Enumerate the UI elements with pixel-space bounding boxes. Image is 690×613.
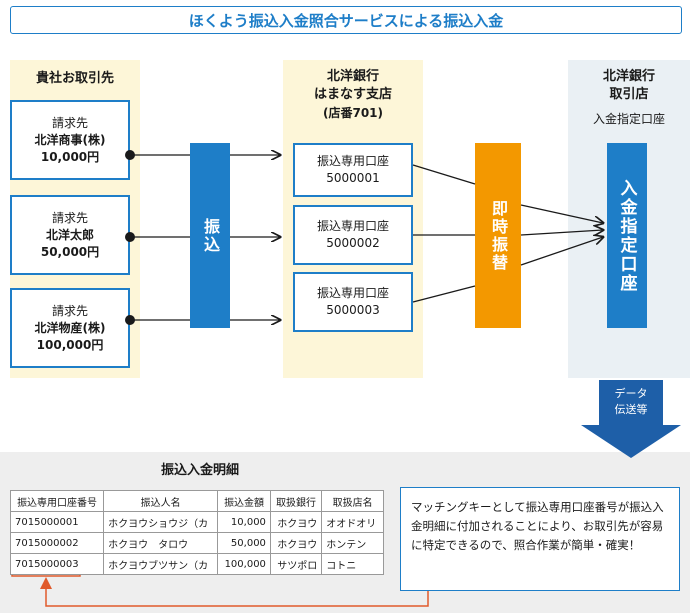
account-box-3: 振込専用口座 5000003 — [293, 272, 413, 332]
cell-account: 7015000001 — [9, 511, 105, 533]
branch-subname: はまなす支店 — [313, 87, 392, 102]
table-row: 7015000003 ホクヨウブツサン（カ 100,000 サツポロ コトニ — [9, 553, 384, 575]
cell-bank: サツポロ — [269, 553, 323, 575]
client-amount: 10,000円 — [40, 149, 100, 164]
client-amount: 50,000円 — [40, 244, 100, 259]
client-label: 請求先 — [51, 115, 88, 130]
cell-payer: ホクヨウショウジ（カ — [103, 511, 219, 533]
branch-number: (店番701) — [322, 106, 384, 120]
branch-name: 北洋銀行 — [326, 69, 379, 84]
table-row: 7015000002 ホクヨウ タロウ 50,000 ホクヨウ ホンテン — [9, 532, 384, 554]
designated-account-bar: 入金指定口座 — [607, 143, 647, 328]
cell-bank: ホクヨウ — [269, 532, 323, 554]
column-header: 取扱銀行 — [269, 490, 323, 512]
account-label: 振込専用口座 — [316, 219, 389, 233]
detail-table: 振込専用口座番号 振込人名 振込金額 取扱銀行 取扱店名 7015000001 … — [9, 490, 384, 575]
cell-amount: 10,000 — [217, 511, 271, 533]
cell-payer: ホクヨウ タロウ — [103, 532, 219, 554]
detail-title: 振込入金明細 — [160, 463, 239, 478]
transfer-bar: 振込 — [190, 143, 230, 328]
cell-amount: 100,000 — [217, 553, 271, 575]
client-label: 請求先 — [51, 303, 88, 318]
highlight-connector — [40, 577, 429, 607]
main-branch-name: 北洋銀行 — [602, 69, 655, 84]
client-panel-header: 貴社お取引先 — [35, 71, 114, 86]
account-number: 5000003 — [326, 303, 380, 317]
main-branch-label: 取引店 — [609, 87, 649, 102]
client-name: 北洋商事(株) — [34, 132, 106, 147]
account-label: 振込専用口座 — [316, 286, 389, 300]
designated-account-label: 入金指定口座 — [592, 112, 665, 126]
client-box-3: 請求先 北洋物産(株) 100,000円 — [10, 288, 130, 368]
cell-bank: ホクヨウ — [269, 511, 323, 533]
cell-payer: ホクヨウブツサン（カ — [103, 553, 219, 575]
account-box-2: 振込専用口座 5000002 — [293, 205, 413, 265]
client-amount: 100,000円 — [36, 337, 104, 352]
data-transfer-arrow — [581, 380, 681, 458]
cell-account: 7015000003 — [9, 553, 105, 575]
cell-branch: オオドオリ — [321, 511, 384, 533]
instant-transfer-bar: 即時振替 — [475, 143, 521, 328]
client-label: 請求先 — [51, 210, 88, 225]
cell-amount: 50,000 — [217, 532, 271, 554]
column-header: 振込人名 — [103, 490, 219, 512]
data-transfer-label: データ 伝送等 — [614, 387, 648, 416]
table-header-row: 振込専用口座番号 振込人名 振込金額 取扱銀行 取扱店名 — [9, 490, 384, 512]
account-number: 5000002 — [326, 236, 380, 250]
cell-branch: コトニ — [321, 553, 384, 575]
cell-branch: ホンテン — [321, 532, 384, 554]
client-box-2: 請求先 北洋太郎 50,000円 — [10, 195, 130, 275]
column-header: 振込専用口座番号 — [9, 490, 105, 512]
matching-key-note: マッチングキーとして振込専用口座番号が振込入金明細に付加されることにより、お取引… — [400, 487, 680, 591]
page-title: ほくよう振込入金照合サービスによる振込入金 — [10, 6, 682, 34]
account-number: 5000001 — [326, 171, 380, 185]
client-name: 北洋物産(株) — [34, 320, 106, 335]
column-header: 振込金額 — [217, 490, 271, 512]
account-box-1: 振込専用口座 5000001 — [293, 143, 413, 197]
cell-account: 7015000002 — [9, 532, 105, 554]
account-label: 振込専用口座 — [316, 154, 389, 168]
client-name: 北洋太郎 — [45, 227, 94, 242]
table-row: 7015000001 ホクヨウショウジ（カ 10,000 ホクヨウ オオドオリ — [9, 511, 384, 533]
column-header: 取扱店名 — [321, 490, 384, 512]
client-box-1: 請求先 北洋商事(株) 10,000円 — [10, 100, 130, 180]
